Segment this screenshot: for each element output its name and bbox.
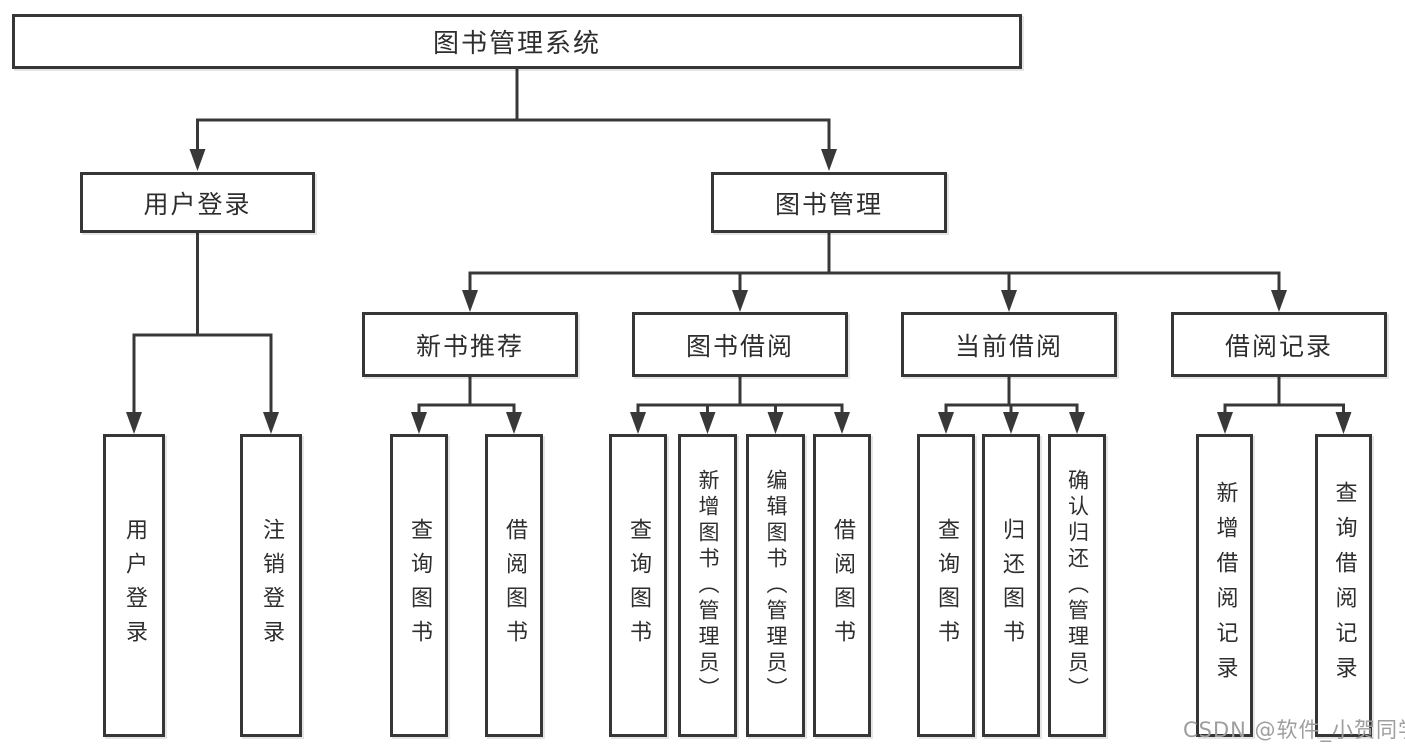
connector-book-borrow-children — [630, 375, 850, 434]
node-leaf-return-books: 归还图书 — [982, 434, 1040, 737]
node-label: 新书推荐 — [415, 331, 524, 361]
node-leaf-query-books-3: 查询图书 — [917, 434, 975, 737]
connector-borrow-records-children — [1217, 375, 1352, 434]
node-leaf-query-books-1: 查询图书 — [390, 434, 448, 737]
connector-user-login-children — [126, 230, 279, 434]
node-leaf-borrow-books-1: 借阅图书 — [485, 434, 543, 737]
node-label: 借阅记录 — [1224, 331, 1333, 361]
node-label: 归还图书 — [999, 517, 1024, 654]
node-leaf-add-books-admin: 新增图书（管理员） — [678, 434, 737, 737]
node-leaf-edit-books-admin: 编辑图书（管理员） — [746, 434, 805, 737]
node-label: 用户登录 — [143, 189, 252, 219]
node-label: 确认归还（管理员） — [1065, 468, 1090, 703]
node-label: 借阅图书 — [830, 517, 855, 654]
node-label: 查询图书 — [626, 517, 651, 654]
node-label: 图书借阅 — [685, 331, 794, 361]
node-label: 编辑图书（管理员） — [764, 468, 788, 703]
node-new-book-rec: 新书推荐 — [362, 312, 578, 377]
connector-root-to-level2 — [189, 66, 837, 171]
connector-book-mgmt-children — [462, 230, 1287, 312]
node-user-login: 用户登录 — [80, 172, 315, 233]
node-label: 当前借阅 — [954, 331, 1063, 361]
node-label: 图书管理系统 — [432, 29, 601, 59]
node-label: 查询图书 — [934, 517, 959, 654]
node-label: 查询借阅记录 — [1331, 480, 1357, 691]
node-leaf-logout: 注销登录 — [240, 434, 302, 737]
node-leaf-confirm-return-admin: 确认归还（管理员） — [1048, 434, 1106, 737]
node-leaf-add-borrow-record: 新增借阅记录 — [1196, 434, 1253, 737]
node-leaf-query-books-2: 查询图书 — [609, 434, 667, 737]
node-leaf-user-login: 用户登录 — [103, 434, 165, 737]
node-label: 图书管理 — [774, 189, 883, 219]
node-book-mgmt: 图书管理 — [711, 172, 947, 233]
node-label: 注销登录 — [259, 517, 284, 654]
connector-current-borrow-children — [938, 375, 1085, 434]
node-leaf-borrow-books-2: 借阅图书 — [813, 434, 871, 737]
node-borrow-records: 借阅记录 — [1171, 312, 1387, 377]
node-leaf-query-borrow-record: 查询借阅记录 — [1315, 434, 1372, 737]
connector-new-book-rec-children — [411, 375, 522, 434]
node-label: 新增图书（管理员） — [696, 468, 720, 703]
watermark-text: CSDN @软件_小贺同学 — [1183, 718, 1405, 742]
node-label: 新增借阅记录 — [1212, 480, 1238, 691]
node-label: 用户登录 — [122, 517, 147, 654]
node-label: 借阅图书 — [502, 517, 527, 654]
node-root: 图书管理系统 — [12, 14, 1022, 69]
node-book-borrow: 图书借阅 — [632, 312, 848, 377]
node-label: 查询图书 — [407, 517, 432, 654]
node-current-borrow: 当前借阅 — [901, 312, 1117, 377]
